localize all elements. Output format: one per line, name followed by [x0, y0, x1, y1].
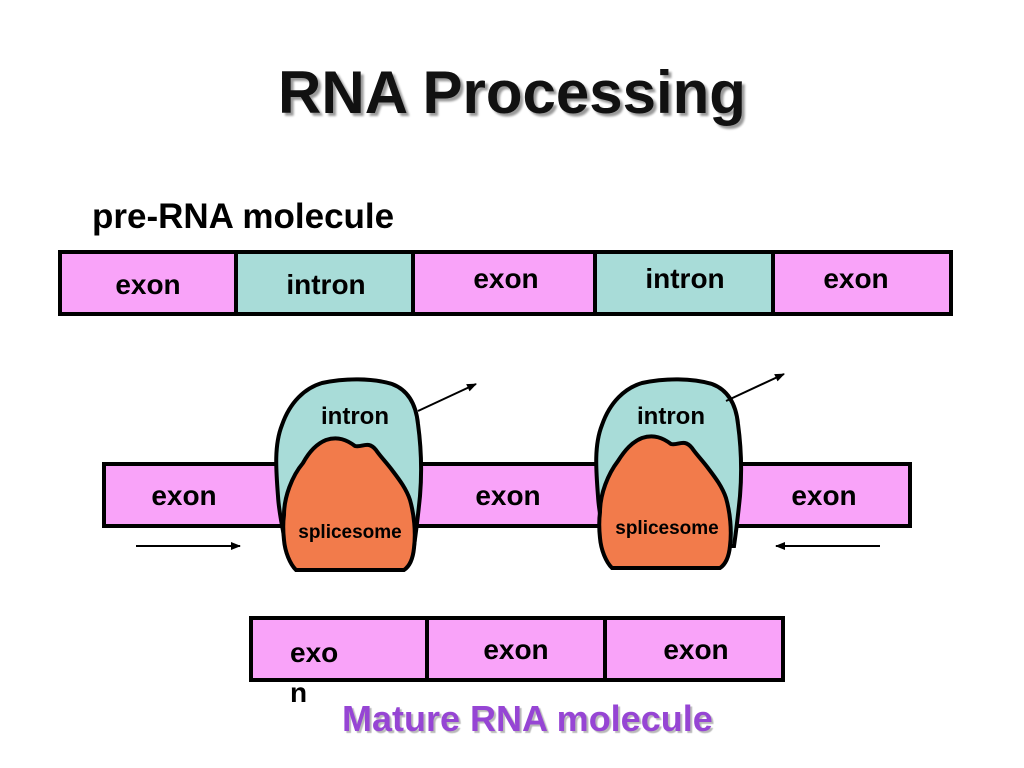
mature-rna-label: Mature RNA molecule [342, 698, 713, 739]
splicing-exon-3 [728, 462, 912, 528]
mature-exon-1 [249, 616, 429, 682]
pre-rna-segment-intron-2 [593, 250, 775, 316]
mature-exon-label-wrapped: exo n [290, 637, 346, 708]
pre-rna-segment-exon-1 [58, 250, 238, 316]
pre-rna-segment-label: exon [823, 263, 888, 294]
splicing-exon-label: exon [151, 480, 216, 511]
pre-rna-segment-label: exon [115, 269, 180, 300]
intron-loop-label: intron [637, 403, 705, 430]
pre-rna-label: pre-RNA molecule [92, 197, 395, 236]
mature-exon-3 [603, 616, 785, 682]
mature-exon-label: exon [483, 634, 548, 665]
splicing-exon-label: exon [475, 480, 540, 511]
pre-rna-segment-label: exon [473, 263, 538, 294]
pre-rna-strand: exon intron exon intron exon [58, 250, 953, 316]
spliceosome-label: splicesome [298, 522, 402, 543]
mature-rna-strand: exo n exon exon [249, 616, 785, 708]
intron-loop-label: intron [321, 403, 389, 430]
mature-exon-label-line-2: n [290, 677, 307, 708]
spliceosome-2 [597, 434, 733, 570]
pre-rna-segment-label: intron [286, 269, 365, 300]
slide-title: RNA Processing [278, 59, 746, 126]
pre-rna-segment-label: intron [645, 263, 724, 294]
arrow-icon [725, 373, 785, 402]
pre-rna-segment-exon-3 [771, 250, 953, 316]
splicing-exon-1 [102, 462, 284, 528]
spliceosome-1 [281, 436, 417, 572]
arrow-icon [417, 383, 477, 412]
splicing-strand: exon exon exon intron splicesome intron … [102, 373, 912, 572]
mature-exon-label: exon [663, 634, 728, 665]
spliceosome-label: splicesome [615, 518, 719, 539]
splicing-exon-label: exon [791, 480, 856, 511]
mature-exon-label-line-1: exo [290, 637, 338, 668]
